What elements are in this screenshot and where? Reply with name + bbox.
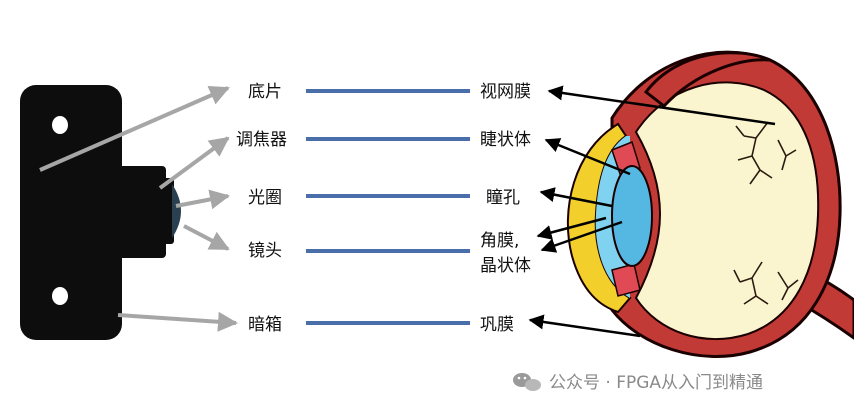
- eye-labels: 视网膜 睫状体 瞳孔 角膜, 晶状体 巩膜: [480, 82, 531, 335]
- ciliary-band-bottom: [611, 263, 641, 297]
- label-lens: 镜头: [248, 241, 282, 261]
- camera-screw-top: [52, 116, 68, 134]
- camera-lens-glass: [172, 184, 181, 238]
- eyelid-top: [643, 51, 771, 109]
- arrow-to-focuser: [158, 136, 230, 190]
- label-pupil: 瞳孔: [486, 188, 520, 208]
- arrow-to-sclera: [528, 314, 641, 338]
- label-ciliary-body: 睫状体: [480, 130, 531, 150]
- label-sclera: 巩膜: [480, 315, 514, 335]
- camera-pointer-arrows: [39, 86, 238, 332]
- label-dark-box: 暗箱: [248, 315, 282, 335]
- eyeball-inner: [634, 81, 820, 341]
- watermark: 公众号 · FPGA从入门到精通: [513, 373, 763, 393]
- label-crystalline-lens: 晶状体: [480, 256, 531, 276]
- connector-lines: [306, 89, 470, 325]
- watermark-text: 公众号 · FPGA从入门到精通: [549, 373, 763, 393]
- arrow-to-aperture: [175, 189, 230, 210]
- camera-screw-bottom: [52, 287, 68, 305]
- arrow-to-pupil: [539, 187, 613, 208]
- label-cornea: 角膜,: [480, 231, 519, 251]
- eye-pointer-arrows: [528, 85, 776, 338]
- arrow-to-ciliary: [544, 138, 631, 176]
- retina-vessels: [733, 121, 799, 305]
- iris-lens: [611, 165, 653, 267]
- arrow-to-dark-box: [117, 311, 238, 332]
- eye-illustration: [566, 50, 854, 358]
- camera-illustration: [20, 85, 181, 340]
- camera-neck: [116, 166, 166, 258]
- label-film: 底片: [248, 82, 282, 102]
- camera-body: [20, 85, 122, 340]
- label-retina: 视网膜: [480, 82, 531, 102]
- label-focuser: 调焦器: [236, 130, 287, 150]
- wechat-icon: [513, 373, 541, 391]
- arrow-to-crystalline-lens: [540, 220, 623, 253]
- camera-lens-mount: [158, 178, 174, 244]
- arrow-to-lens: [183, 224, 230, 251]
- camera-labels: 底片 调焦器 光圈 镜头 暗箱: [236, 82, 287, 335]
- label-aperture: 光圈: [248, 188, 282, 208]
- arrow-to-film: [39, 86, 230, 172]
- arrow-to-cornea: [536, 216, 607, 240]
- arrow-to-retina: [547, 85, 776, 126]
